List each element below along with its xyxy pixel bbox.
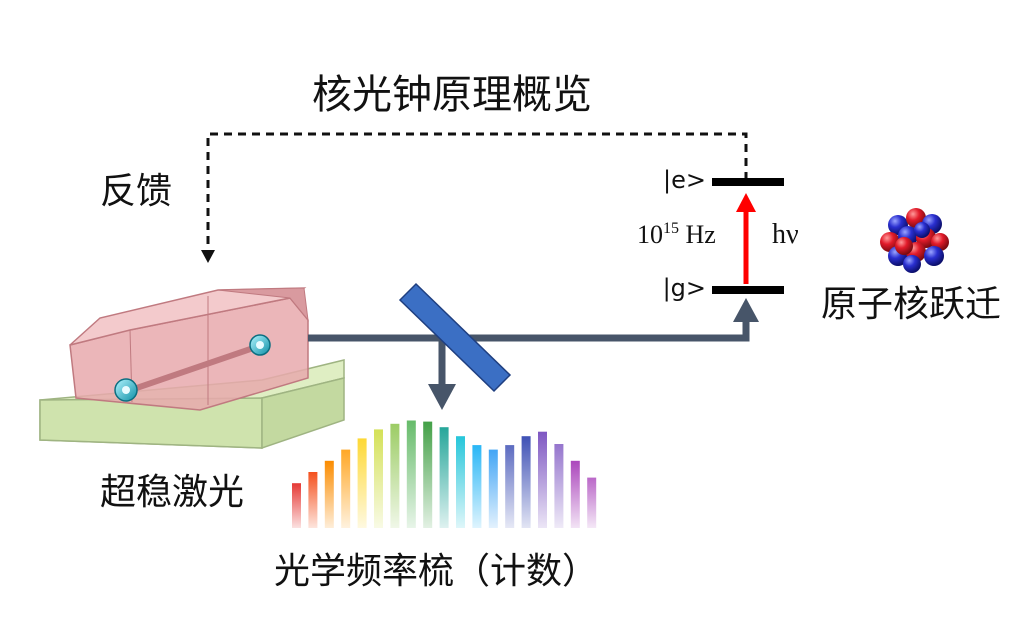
comb-tooth <box>554 444 564 528</box>
beam-arrow-head <box>733 298 759 322</box>
frequency-unit: Hz <box>679 220 716 249</box>
feedback-loop <box>201 132 748 263</box>
frequency-exponent: 15 <box>663 220 679 237</box>
beam-splitter-mirror <box>398 282 512 393</box>
excited-state-label: |e> <box>663 166 706 194</box>
nuclear-transition-label: 原子核跃迁 <box>821 284 1001 325</box>
comb-tooth <box>488 449 498 528</box>
comb-tooth <box>308 472 318 528</box>
comb-tooth <box>341 449 351 528</box>
comb-tooth <box>505 445 515 528</box>
comb-tooth <box>292 483 301 528</box>
excitation-arrow-head <box>736 193 756 212</box>
atomic-nucleus-icon <box>880 208 949 273</box>
feedback-arrow-head <box>201 250 215 263</box>
frequency-label: 1015 Hz <box>637 220 716 249</box>
feedback-label: 反馈 <box>100 171 172 212</box>
comb-tooth <box>538 431 547 528</box>
comb-tooth <box>587 477 597 528</box>
ultrastable-laser-cavity <box>39 287 345 450</box>
feedback-dashed-line <box>206 132 748 250</box>
comb-tooth <box>521 436 531 528</box>
comb-tooth <box>570 460 580 528</box>
diagram-title: 核光钟原理概览 <box>312 72 592 118</box>
comb-tooth <box>472 445 482 528</box>
laser-label: 超稳激光 <box>100 472 244 513</box>
frequency-base: 10 <box>637 220 663 249</box>
photon-energy-label: hν <box>772 219 799 250</box>
comb-tooth <box>456 436 465 528</box>
comb-tooth <box>406 420 416 528</box>
comb-tooth <box>423 421 433 528</box>
laser-beam <box>308 298 759 410</box>
comb-label: 光学频率梳（计数） <box>274 551 598 592</box>
excited-level-bar <box>712 178 784 186</box>
comb-tooth <box>390 423 400 528</box>
comb-tooth <box>324 460 334 528</box>
beam-split-arrow-head <box>428 384 456 410</box>
comb-tooth <box>439 427 449 528</box>
comb-tooth <box>357 438 367 528</box>
ground-state-label: |g> <box>663 274 706 302</box>
beam-line <box>308 322 750 342</box>
frequency-comb-spectrum <box>292 420 597 528</box>
nuclear-energy-levels <box>712 178 784 294</box>
comb-tooth <box>374 429 383 528</box>
ground-level-bar <box>712 286 784 294</box>
